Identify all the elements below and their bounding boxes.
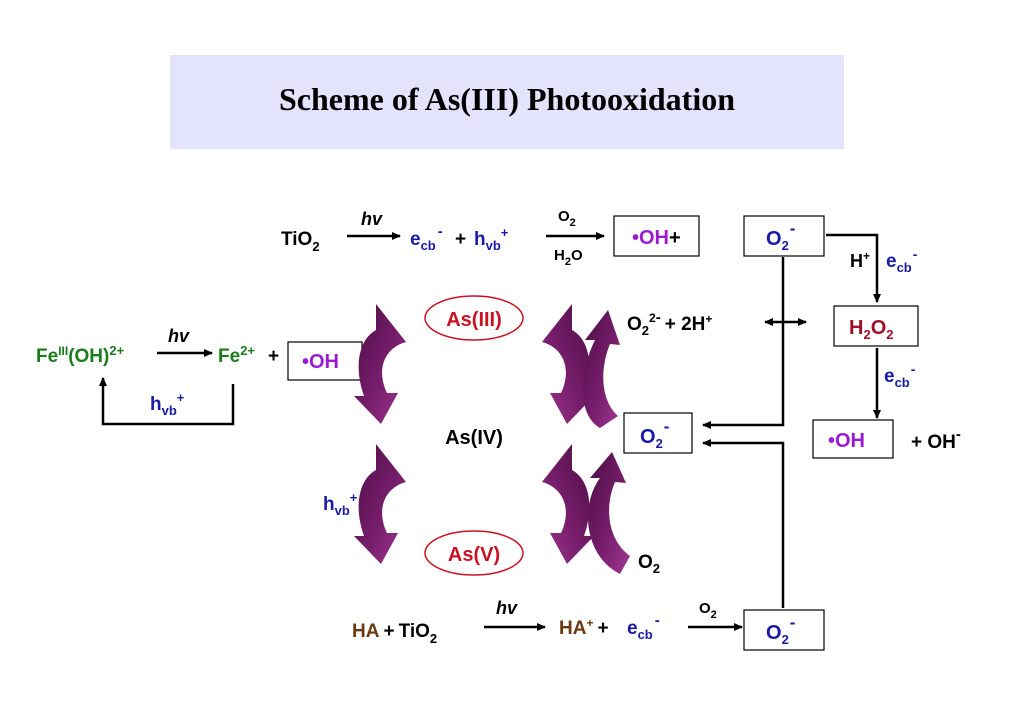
plus-sign: + bbox=[268, 346, 279, 367]
oh-radical-label: •OH+ bbox=[632, 227, 681, 249]
o2-reagent: O2 bbox=[699, 600, 717, 621]
oh-box bbox=[812, 419, 894, 459]
reaction-arrow-icon bbox=[99, 377, 235, 426]
superoxide-box-bottom bbox=[743, 609, 825, 651]
reaction-arrow-icon bbox=[702, 257, 785, 429]
h2o-reagent: H2O bbox=[554, 247, 583, 268]
page-title: Scheme of As(III) Photooxidation bbox=[278, 81, 735, 117]
hv-label: hv bbox=[168, 326, 190, 346]
oh-radical-label: •OH bbox=[828, 430, 865, 452]
as5-label: As(V) bbox=[448, 544, 500, 566]
reaction-arrow-icon bbox=[702, 439, 785, 608]
as3-ellipse bbox=[424, 295, 524, 341]
curved-purple-arrow-icon bbox=[354, 444, 406, 564]
superoxide-box-top bbox=[743, 215, 825, 257]
plus-sign: + bbox=[455, 229, 466, 250]
h-plus-label: H+ bbox=[850, 249, 870, 271]
ha-cation-label: HA++ bbox=[559, 616, 609, 639]
curved-purple-arrow-icon bbox=[582, 310, 620, 428]
superoxide-label: O2- bbox=[766, 613, 795, 647]
reaction-arrow-icon bbox=[826, 233, 881, 303]
as5-ellipse bbox=[424, 530, 524, 576]
curved-purple-arrow-icon bbox=[354, 304, 406, 424]
tio2-label: TiO2 bbox=[281, 229, 320, 254]
superoxide-label: O2- bbox=[640, 417, 669, 451]
peroxide-label: O22-+ 2H+ bbox=[627, 309, 712, 338]
hvb-label: hvb+ bbox=[474, 225, 509, 253]
h2o2-label: H2O2 bbox=[849, 317, 893, 342]
as4-label: As(IV) bbox=[445, 427, 503, 449]
o2-reagent: O2 bbox=[558, 208, 576, 229]
oh-radical-label: •OH bbox=[302, 351, 339, 373]
ha-tio2-label: HA+TiO2 bbox=[352, 621, 437, 646]
ecb-label: ecb- bbox=[410, 223, 443, 253]
ecb-label: ecb- bbox=[627, 612, 660, 642]
ecb-label: ecb- bbox=[886, 246, 918, 275]
oh-box bbox=[613, 215, 700, 257]
hvb-label: hvb+ bbox=[323, 490, 358, 518]
curved-purple-arrow-icon bbox=[542, 444, 594, 564]
superoxide-label: O2- bbox=[766, 219, 795, 253]
curved-purple-arrow-icon bbox=[588, 452, 630, 574]
fe2-label: Fe2+ bbox=[218, 343, 255, 367]
as3-label: As(III) bbox=[446, 309, 502, 331]
curved-purple-arrow-icon bbox=[542, 304, 594, 424]
superoxide-box-middle bbox=[623, 412, 693, 454]
title-banner: Scheme of As(III) Photooxidation bbox=[170, 55, 844, 149]
hv-label: hv bbox=[361, 209, 383, 229]
o2-label: O2 bbox=[638, 552, 660, 576]
fe3-complex-label: FeIII(OH)2+ bbox=[36, 343, 125, 367]
ecb-label: ecb- bbox=[884, 361, 916, 390]
hvb-label: hvb+ bbox=[150, 390, 185, 418]
hydroxide-label: + OH- bbox=[911, 426, 961, 453]
h2o2-box bbox=[833, 305, 919, 347]
hv-label: hv bbox=[496, 598, 518, 618]
